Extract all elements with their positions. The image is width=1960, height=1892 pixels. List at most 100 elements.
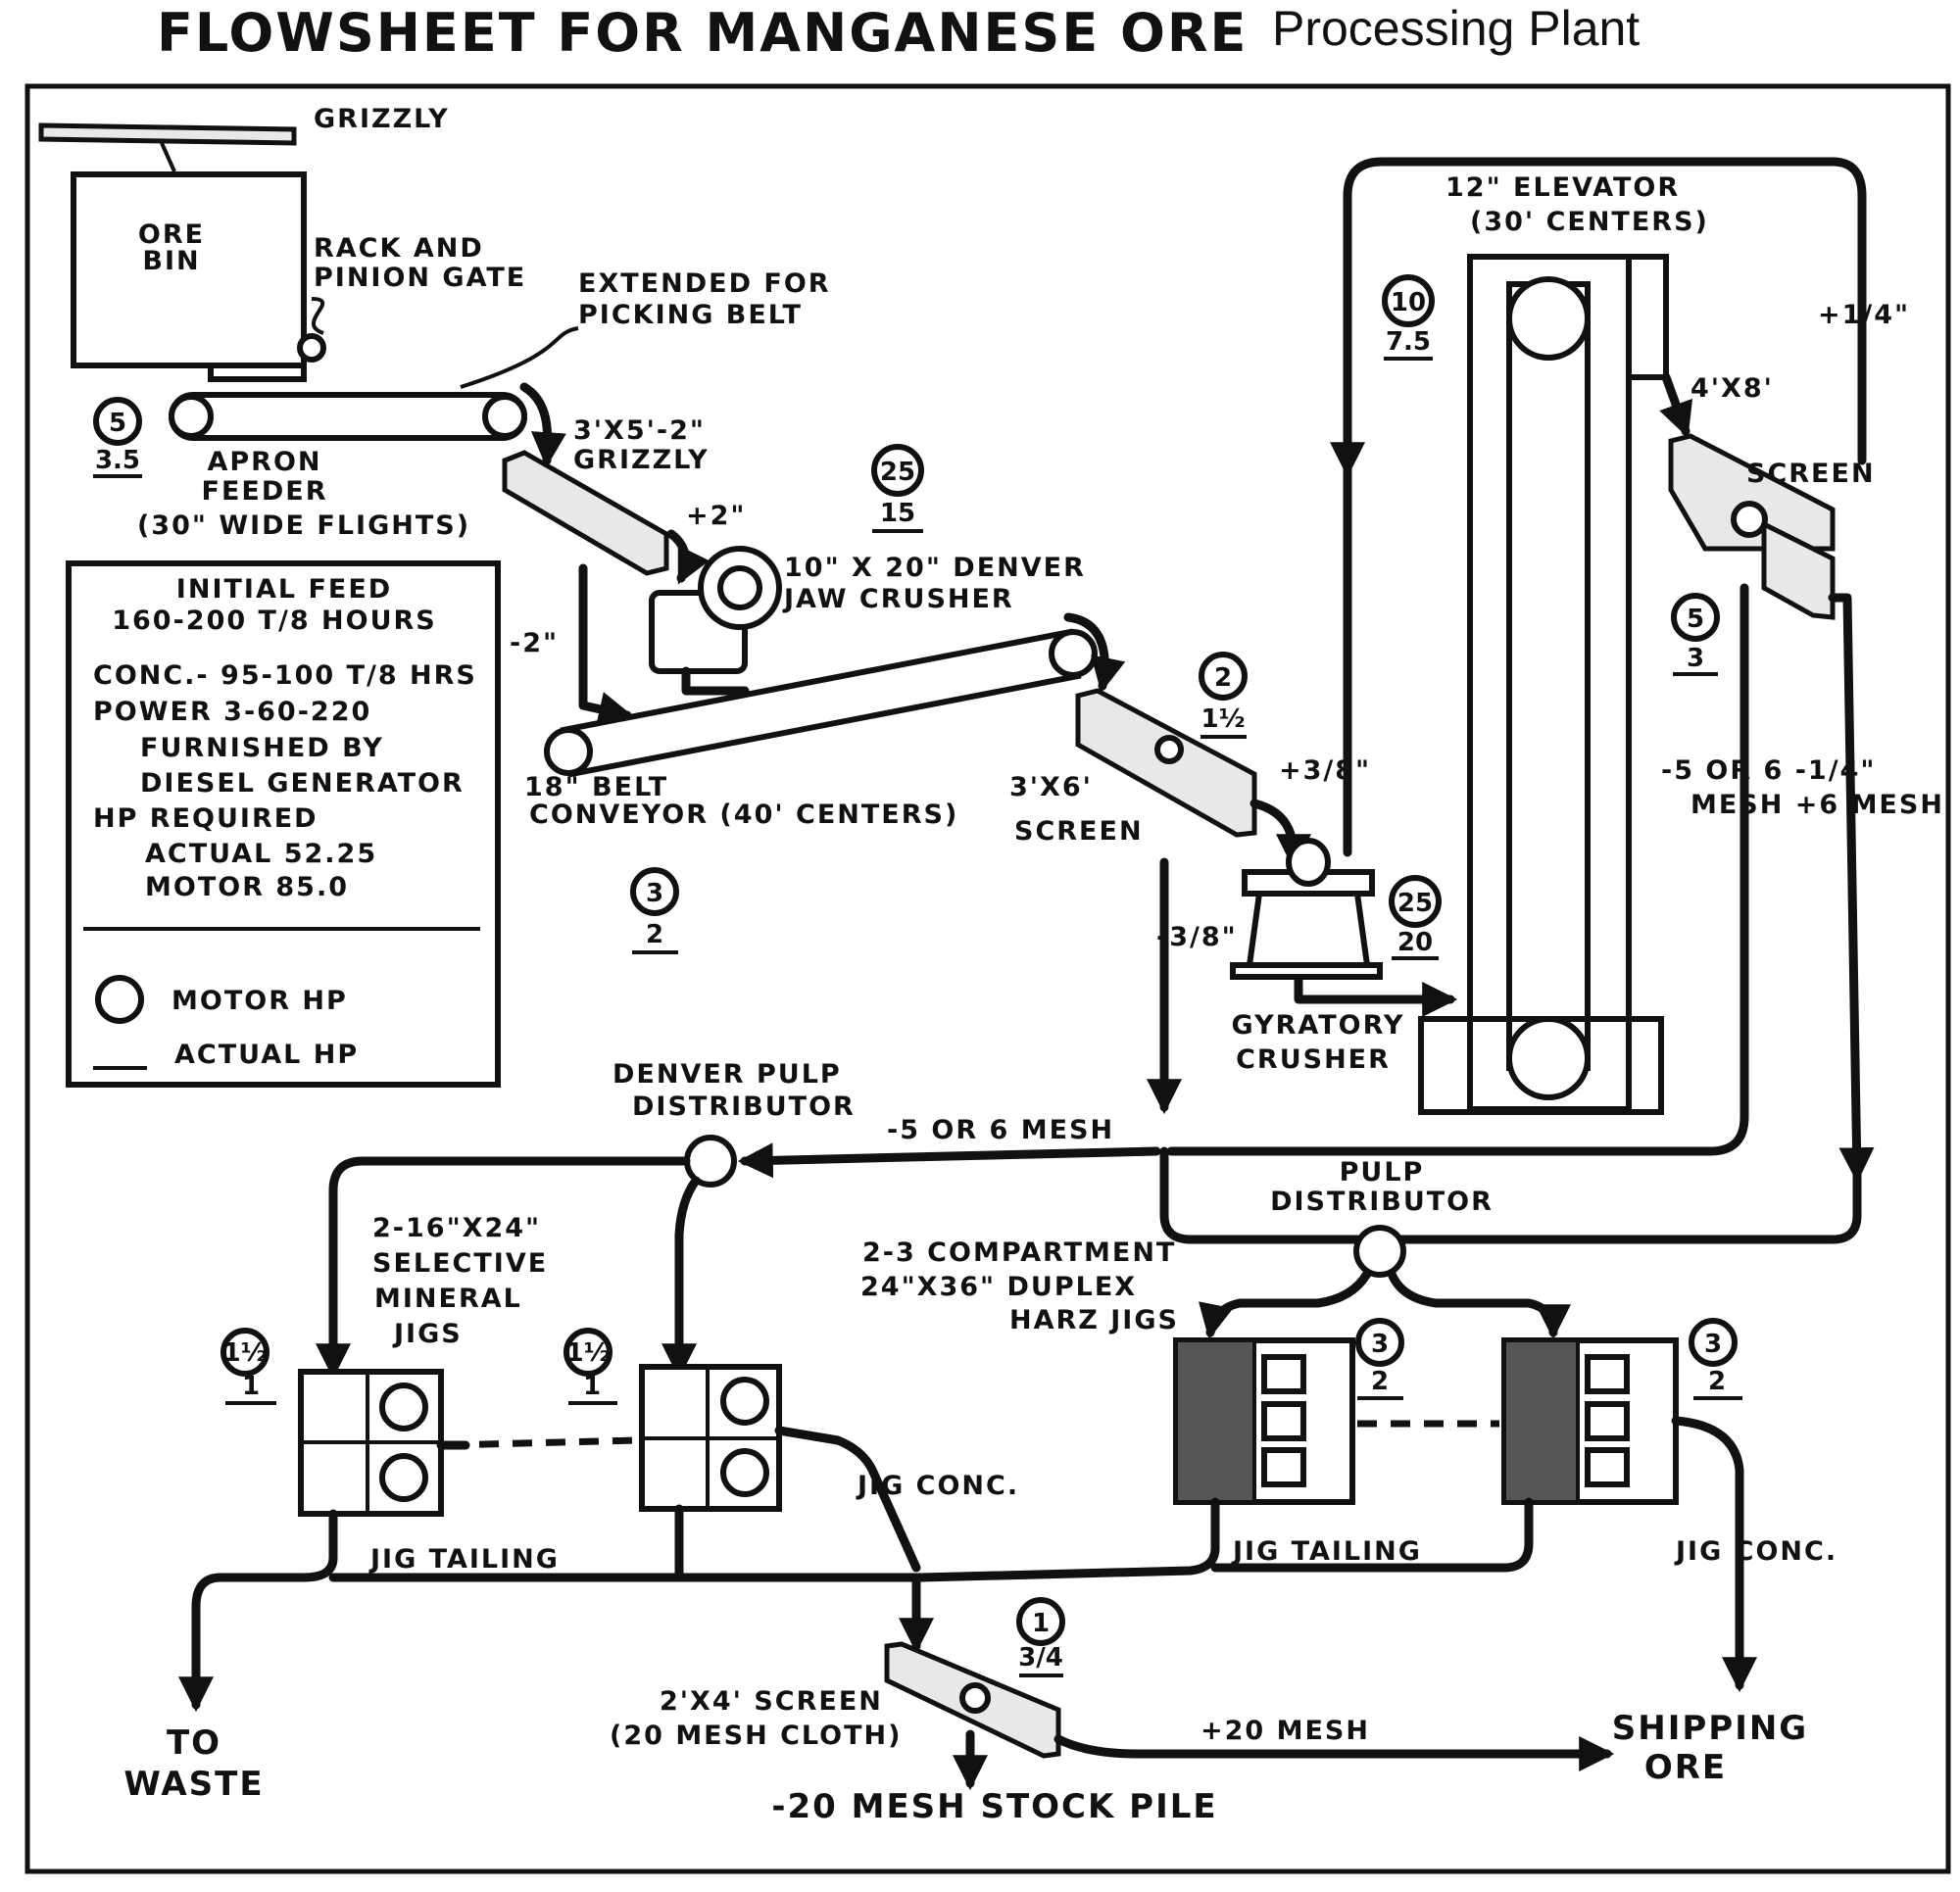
svg-text:3: 3: [1371, 1330, 1389, 1359]
svg-text:3: 3: [1687, 644, 1704, 673]
apron-feeder-label: APRON: [207, 447, 321, 477]
svg-text:HARZ JIGS: HARZ JIGS: [1009, 1305, 1179, 1335]
jig-tailing-left-label: JIG TAILING: [368, 1544, 560, 1575]
legend-conc: CONC.- 95-100 T/8 HRS: [93, 660, 477, 691]
svg-text:MINERAL: MINERAL: [374, 1284, 522, 1314]
grizzly-3x5: [502, 450, 669, 576]
svg-text:(30" WIDE FLIGHTS): (30" WIDE FLIGHTS): [137, 510, 470, 541]
screen-2x4: [884, 1641, 1061, 1759]
svg-text:MESH +6 MESH: MESH +6 MESH: [1690, 790, 1944, 820]
svg-text:25: 25: [880, 458, 915, 487]
svg-text:1½: 1½: [222, 1338, 267, 1368]
denver-pulp-label: DENVER PULP: [612, 1059, 842, 1090]
plus-3-8-label: +3/8": [1279, 755, 1371, 786]
jig-tailing-right-label: JIG TAILING: [1231, 1536, 1422, 1567]
svg-text:1½: 1½: [1200, 704, 1245, 734]
hp-badge-screen48: 5 3: [1671, 593, 1720, 676]
svg-text:WASTE: WASTE: [123, 1765, 264, 1804]
legend-motor-hp: MOTOR HP: [172, 986, 348, 1016]
svg-text:25: 25: [1397, 889, 1433, 918]
pulp-dist-label: PULP: [1340, 1157, 1425, 1188]
legend-actual: ACTUAL 52.25: [145, 839, 377, 869]
svg-text:(20 MESH CLOTH): (20 MESH CLOTH): [610, 1721, 902, 1751]
hp-badge-gyratory: 25 20: [1389, 875, 1442, 960]
hp-badge-screen24: 1 3/4: [1016, 1597, 1065, 1677]
svg-text:(30' CENTERS): (30' CENTERS): [1470, 207, 1709, 237]
svg-text:2: 2: [1708, 1367, 1726, 1396]
apron-feeder: [169, 392, 527, 441]
svg-text:15: 15: [880, 499, 915, 528]
extended-label: EXTENDED FOR: [578, 268, 831, 299]
svg-text:2: 2: [1371, 1367, 1389, 1396]
rack-gate-label: RACK AND: [314, 233, 484, 264]
screen-3x6-label: 3'X6': [1009, 772, 1093, 802]
svg-text:3: 3: [1704, 1330, 1722, 1359]
minus2-label: -2": [510, 628, 559, 658]
hp-badge-belt: 3 2: [630, 867, 679, 954]
minus5or6-label: -5 OR 6 MESH: [887, 1115, 1114, 1145]
grizzly-top-label: GRIZZLY: [314, 104, 450, 134]
svg-text:1: 1: [242, 1372, 260, 1401]
harz-jigs-label: 2-3 COMPARTMENT: [862, 1237, 1176, 1268]
legend-hp-required: HP REQUIRED: [93, 803, 318, 834]
svg-text:3: 3: [646, 879, 663, 908]
jig-conc-left-label: JIG CONC.: [856, 1471, 1019, 1501]
bucket-elevator: [1418, 254, 1669, 1115]
legend-actual-hp: ACTUAL HP: [174, 1040, 359, 1070]
title-main: FLOWSHEET FOR MANGANESE ORE: [157, 2, 1248, 64]
belt-conveyor: [544, 628, 1098, 778]
svg-text:1½: 1½: [565, 1338, 610, 1368]
hp-badge-screen36: 2 1½: [1199, 652, 1248, 739]
belt-conveyor-label: 18" BELT: [524, 772, 668, 802]
svg-text:1: 1: [583, 1372, 601, 1401]
selective-jig-2: [639, 1364, 782, 1512]
extended-label-2: PICKING BELT: [578, 300, 803, 330]
mesh-right-label: -5 OR 6 -1/4": [1661, 755, 1876, 786]
svg-text:7.5: 7.5: [1386, 327, 1431, 357]
legend-motor: MOTOR 85.0: [145, 872, 349, 902]
svg-text:DISTRIBUTOR: DISTRIBUTOR: [1270, 1187, 1494, 1217]
diagram-frame: [24, 83, 1951, 1874]
svg-text:SCREEN: SCREEN: [1746, 459, 1876, 489]
harz-jig-2: [1501, 1337, 1679, 1505]
svg-text:SELECTIVE: SELECTIVE: [372, 1248, 548, 1279]
svg-text:GRIZZLY: GRIZZLY: [573, 445, 710, 475]
jaw-crusher-label: 10" X 20" DENVER: [784, 553, 1086, 583]
plus20-label: +20 MESH: [1200, 1716, 1370, 1746]
svg-text:JIGS: JIGS: [392, 1319, 463, 1349]
legend-box: INITIAL FEED 160-200 T/8 HOURS CONC.- 95…: [66, 560, 501, 1088]
shipping-ore-label: SHIPPING: [1612, 1709, 1808, 1748]
grizzly-3x5-label: 3'X5'-2": [573, 415, 706, 446]
hp-badge-harz2: 3 2: [1689, 1318, 1742, 1400]
gyratory-label: GYRATORY: [1232, 1010, 1405, 1041]
minus-3-8-label: -3/8": [1156, 922, 1238, 952]
hp-badge-jaw: 25 15: [871, 444, 924, 533]
legend-diesel: DIESEL GENERATOR: [140, 768, 465, 799]
screen-4x8-label: 4'X8': [1690, 373, 1774, 404]
svg-text:ORE: ORE: [138, 219, 205, 250]
svg-text:BIN: BIN: [142, 246, 200, 276]
to-waste-label: TO: [167, 1723, 221, 1763]
harz-jig-1: [1173, 1337, 1355, 1505]
selective-jig-1: [298, 1369, 444, 1517]
hp-badge-elevator: 10 7.5: [1382, 274, 1435, 361]
svg-text:SCREEN: SCREEN: [1014, 816, 1144, 847]
jig-link-left: [445, 1436, 638, 1449]
hp-badge-harz1: 3 2: [1355, 1318, 1404, 1400]
screen-3x6: [1075, 688, 1257, 838]
svg-text:1: 1: [1032, 1609, 1050, 1638]
jig-conc-right-label: JIG CONC.: [1674, 1536, 1838, 1567]
svg-text:FEEDER: FEEDER: [202, 476, 328, 507]
screen-4x8: [1668, 433, 1836, 620]
svg-text:5: 5: [109, 409, 126, 438]
legend-initial-feed: INITIAL FEED: [176, 574, 392, 605]
elevator-label: 12" ELEVATOR: [1446, 172, 1680, 203]
title-sub: Processing Plant: [1272, 1, 1640, 56]
svg-text:2: 2: [646, 920, 663, 949]
rack-gate-label-2: PINION GATE: [314, 263, 526, 293]
svg-text:20: 20: [1397, 928, 1433, 957]
svg-text:5: 5: [1687, 605, 1704, 634]
jaw-crusher: [649, 546, 782, 674]
hp-badge-jig2: 1½ 1: [564, 1328, 617, 1405]
